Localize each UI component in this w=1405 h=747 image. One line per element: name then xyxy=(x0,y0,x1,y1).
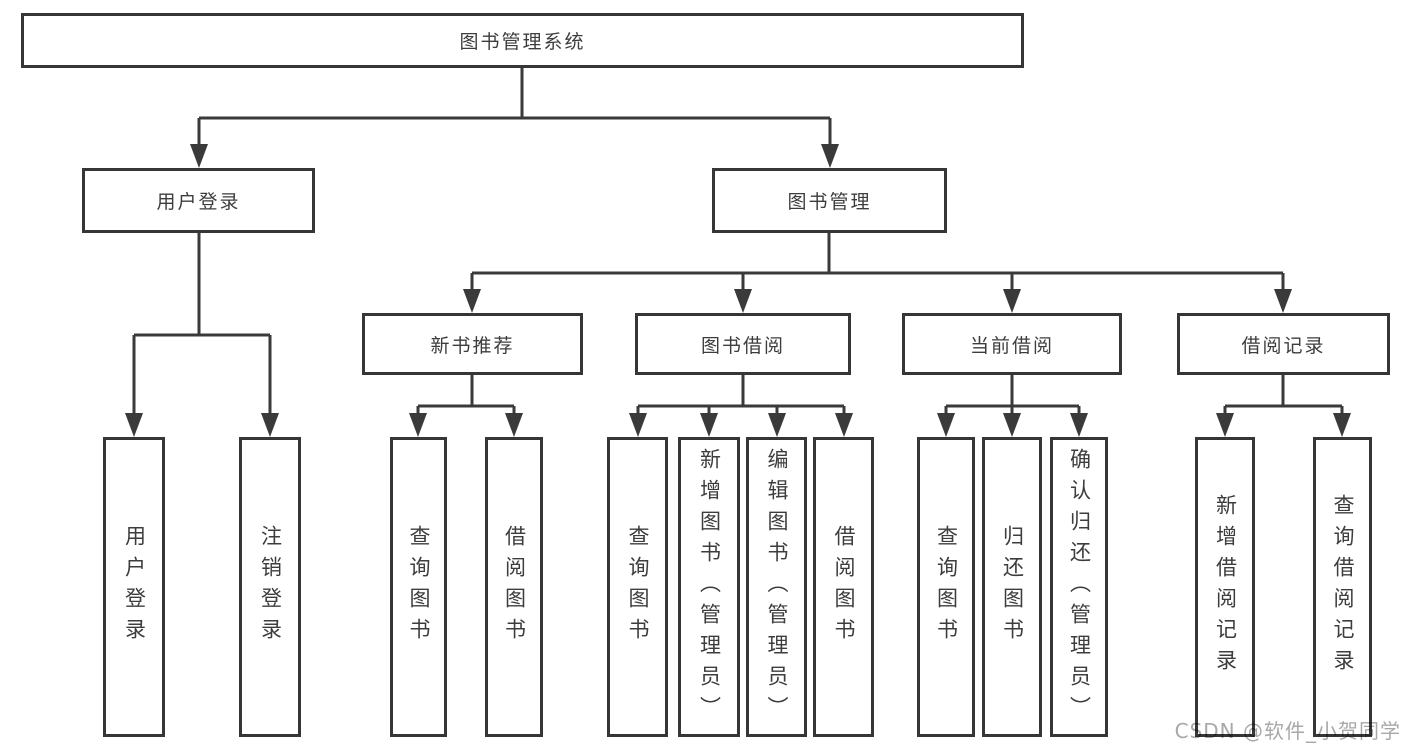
leaf-edit-books-admin: 编辑图书（管理员） xyxy=(746,437,807,737)
leaf-logout-login-label: 注销登录 xyxy=(258,525,283,649)
leaf-query-books-recommend-label: 查询图书 xyxy=(407,525,431,649)
node-system-root-label: 图书管理系统 xyxy=(459,31,586,53)
leaf-add-borrow-record-label: 新增借阅记录 xyxy=(1213,494,1238,680)
leaf-user-login: 用户登录 xyxy=(103,437,165,737)
leaf-query-books-recommend: 查询图书 xyxy=(390,437,447,737)
leaf-edit-books-admin-label: 编辑图书（管理员） xyxy=(765,447,789,727)
node-system-root: 图书管理系统 xyxy=(21,13,1024,68)
leaf-return-books-label: 归还图书 xyxy=(1000,525,1025,649)
leaf-logout-login: 注销登录 xyxy=(239,437,301,737)
leaf-query-books-current-label: 查询图书 xyxy=(934,525,959,649)
leaf-query-books-current: 查询图书 xyxy=(917,437,975,737)
node-book-borrowing-label: 图书借阅 xyxy=(700,334,785,357)
leaf-query-borrow-record: 查询借阅记录 xyxy=(1313,437,1372,737)
leaf-add-books-admin-label: 新增图书（管理员） xyxy=(697,447,722,727)
leaf-return-books: 归还图书 xyxy=(982,437,1042,737)
leaf-query-borrow-record-label: 查询借阅记录 xyxy=(1331,494,1355,680)
node-current-borrowing-label: 当前借阅 xyxy=(969,334,1054,357)
node-new-book-recommend-label: 新书推荐 xyxy=(430,334,515,357)
leaf-user-login-label: 用户登录 xyxy=(122,525,147,649)
node-book-management: 图书管理 xyxy=(712,168,947,233)
leaf-query-books-borrow: 查询图书 xyxy=(607,437,668,737)
leaf-borrow-books-recommend: 借阅图书 xyxy=(485,437,543,737)
leaf-add-books-admin: 新增图书（管理员） xyxy=(678,437,740,737)
node-borrowing-records-label: 借阅记录 xyxy=(1241,334,1326,357)
watermark: CSDN @软件_小贺同学 xyxy=(1174,719,1401,743)
node-book-management-label: 图书管理 xyxy=(787,191,872,213)
leaf-borrow-books-borrow: 借阅图书 xyxy=(813,437,874,737)
leaf-borrow-books-borrow-label: 借阅图书 xyxy=(832,525,856,649)
leaf-borrow-books-recommend-label: 借阅图书 xyxy=(502,525,527,649)
node-borrowing-records: 借阅记录 xyxy=(1177,313,1390,375)
leaf-add-borrow-record: 新增借阅记录 xyxy=(1195,437,1255,737)
leaf-confirm-return-admin-label: 确认归还（管理员） xyxy=(1067,447,1092,727)
node-user-login-branch: 用户登录 xyxy=(82,168,315,233)
node-current-borrowing: 当前借阅 xyxy=(902,313,1122,375)
node-new-book-recommend: 新书推荐 xyxy=(362,313,583,375)
leaf-query-books-borrow-label: 查询图书 xyxy=(626,525,650,649)
node-book-borrowing: 图书借阅 xyxy=(635,313,851,375)
leaf-confirm-return-admin: 确认归还（管理员） xyxy=(1050,437,1108,737)
node-user-login-branch-label: 用户登录 xyxy=(156,191,241,213)
